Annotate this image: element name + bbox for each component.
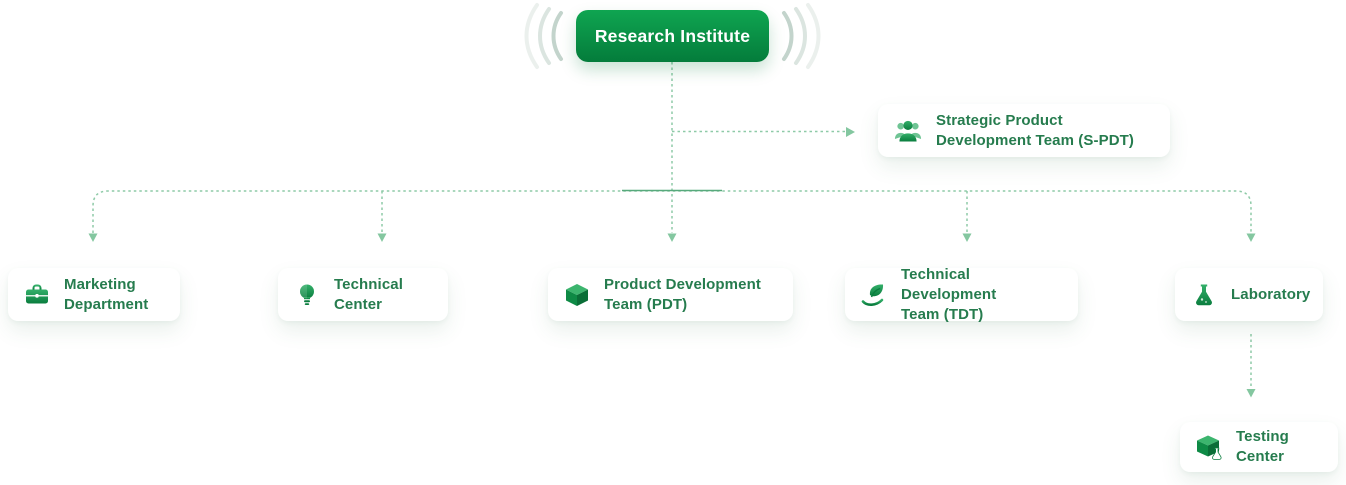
test-box-icon [1195,433,1223,461]
node-label-line1: Technical [334,275,403,293]
team-icon [893,116,923,146]
node-label-line1: Laboratory [1231,285,1311,303]
node-label: Testing Center [1236,427,1323,467]
node-label-line2: Department [64,295,149,313]
node-label: Technical Center [334,275,403,315]
node-label: Product Development Team (PDT) [604,275,761,315]
node-laboratory: Laboratory [1175,268,1323,321]
node-label-line1: Testing Center [1236,428,1289,465]
cube-icon [563,281,591,309]
node-label-line2: Team (TDT) [901,305,984,323]
node-label-line1: Technical Development [901,265,997,303]
node-label: Laboratory [1231,285,1310,305]
hand-leaf-icon [860,281,888,309]
briefcase-icon [23,281,51,309]
root-node-research-institute: Research Institute [576,10,769,62]
node-label-line1: Strategic Product [936,111,1063,129]
pulse-arcs-right [782,3,821,69]
dashed-connectors [92,62,1252,389]
pulse-arcs-left [524,3,563,69]
lightbulb-icon [293,281,321,309]
node-label-line2: Development Team (S-PDT) [936,131,1134,149]
arrowheads [88,127,1256,398]
node-label-line1: Product Development [604,275,761,293]
node-label-line2: Team (PDT) [604,295,688,313]
node-technical-center: Technical Center [278,268,448,321]
node-label-line1: Marketing [64,275,136,293]
node-label: Strategic Product Development Team (S-PD… [936,111,1134,151]
root-node-label: Research Institute [594,25,751,46]
node-product-development-team: Product Development Team (PDT) [548,268,793,321]
flask-icon [1190,281,1218,309]
node-label-line2: Center [334,295,383,313]
node-marketing-department: Marketing Department [8,268,180,321]
node-label: Technical Development Team (TDT) [901,265,1063,325]
node-technical-development-team: Technical Development Team (TDT) [845,266,1078,323]
node-strategic-product-development-team: Strategic Product Development Team (S-PD… [878,104,1170,157]
line-main-horizontal [92,190,1252,233]
node-label: Marketing Department [64,275,148,315]
node-testing-center: Testing Center [1180,422,1338,472]
